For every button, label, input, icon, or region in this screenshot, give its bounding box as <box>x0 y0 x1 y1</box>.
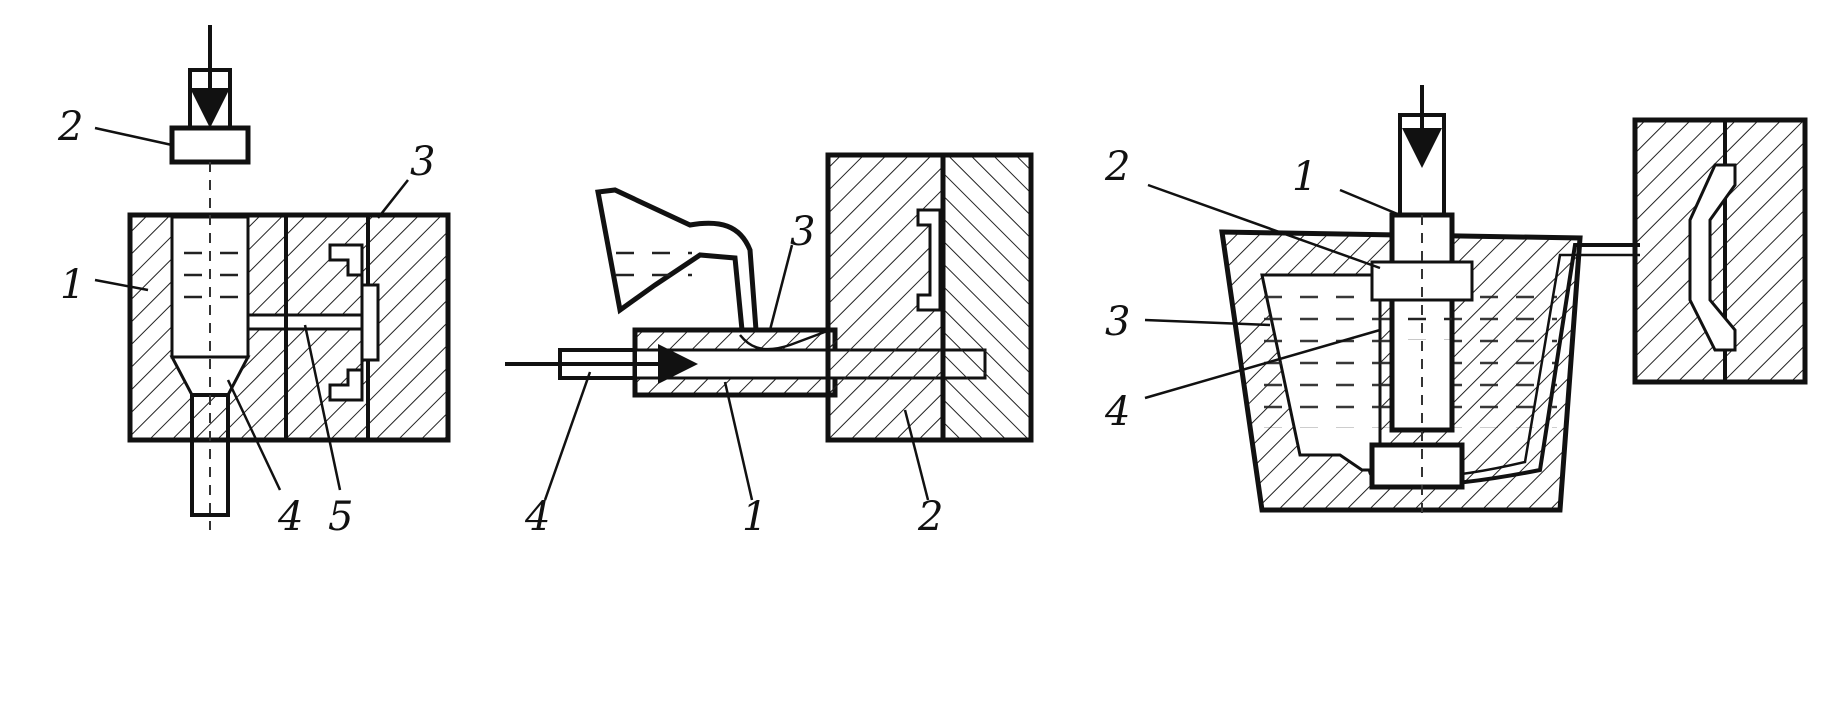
label-die-2: 2 <box>917 494 943 540</box>
chamber-bottom <box>1369 442 1465 490</box>
figure-cold-chamber-horizontal: 3 4 1 2 <box>505 152 1034 540</box>
figure-hot-chamber: 1 2 3 4 <box>1104 85 1808 520</box>
moving-die <box>940 152 1034 443</box>
mold-cavity-3 <box>1688 163 1737 352</box>
label-hot-cylinder: 2 <box>1104 144 1130 190</box>
label-sleeve: 1 <box>742 494 767 540</box>
runner <box>246 313 370 331</box>
mold-cavity-2 <box>916 208 942 312</box>
plunger-head <box>169 125 251 165</box>
label-plunger-2: 4 <box>524 494 550 540</box>
label-hot-port: 4 <box>1104 389 1130 435</box>
label-plunger: 2 <box>57 104 83 150</box>
label-die: 1 <box>60 262 85 308</box>
label-ladle: 3 <box>790 209 815 255</box>
label-runner: 5 <box>328 494 353 540</box>
mold-cavity <box>328 243 380 402</box>
figure-cold-chamber-vertical: 2 1 3 4 5 <box>57 25 451 540</box>
label-hot-bath: 3 <box>1105 299 1130 345</box>
label-hot-plunger: 1 <box>1292 154 1317 200</box>
label-cavity: 3 <box>410 139 435 185</box>
label-lower-piston: 4 <box>277 494 303 540</box>
